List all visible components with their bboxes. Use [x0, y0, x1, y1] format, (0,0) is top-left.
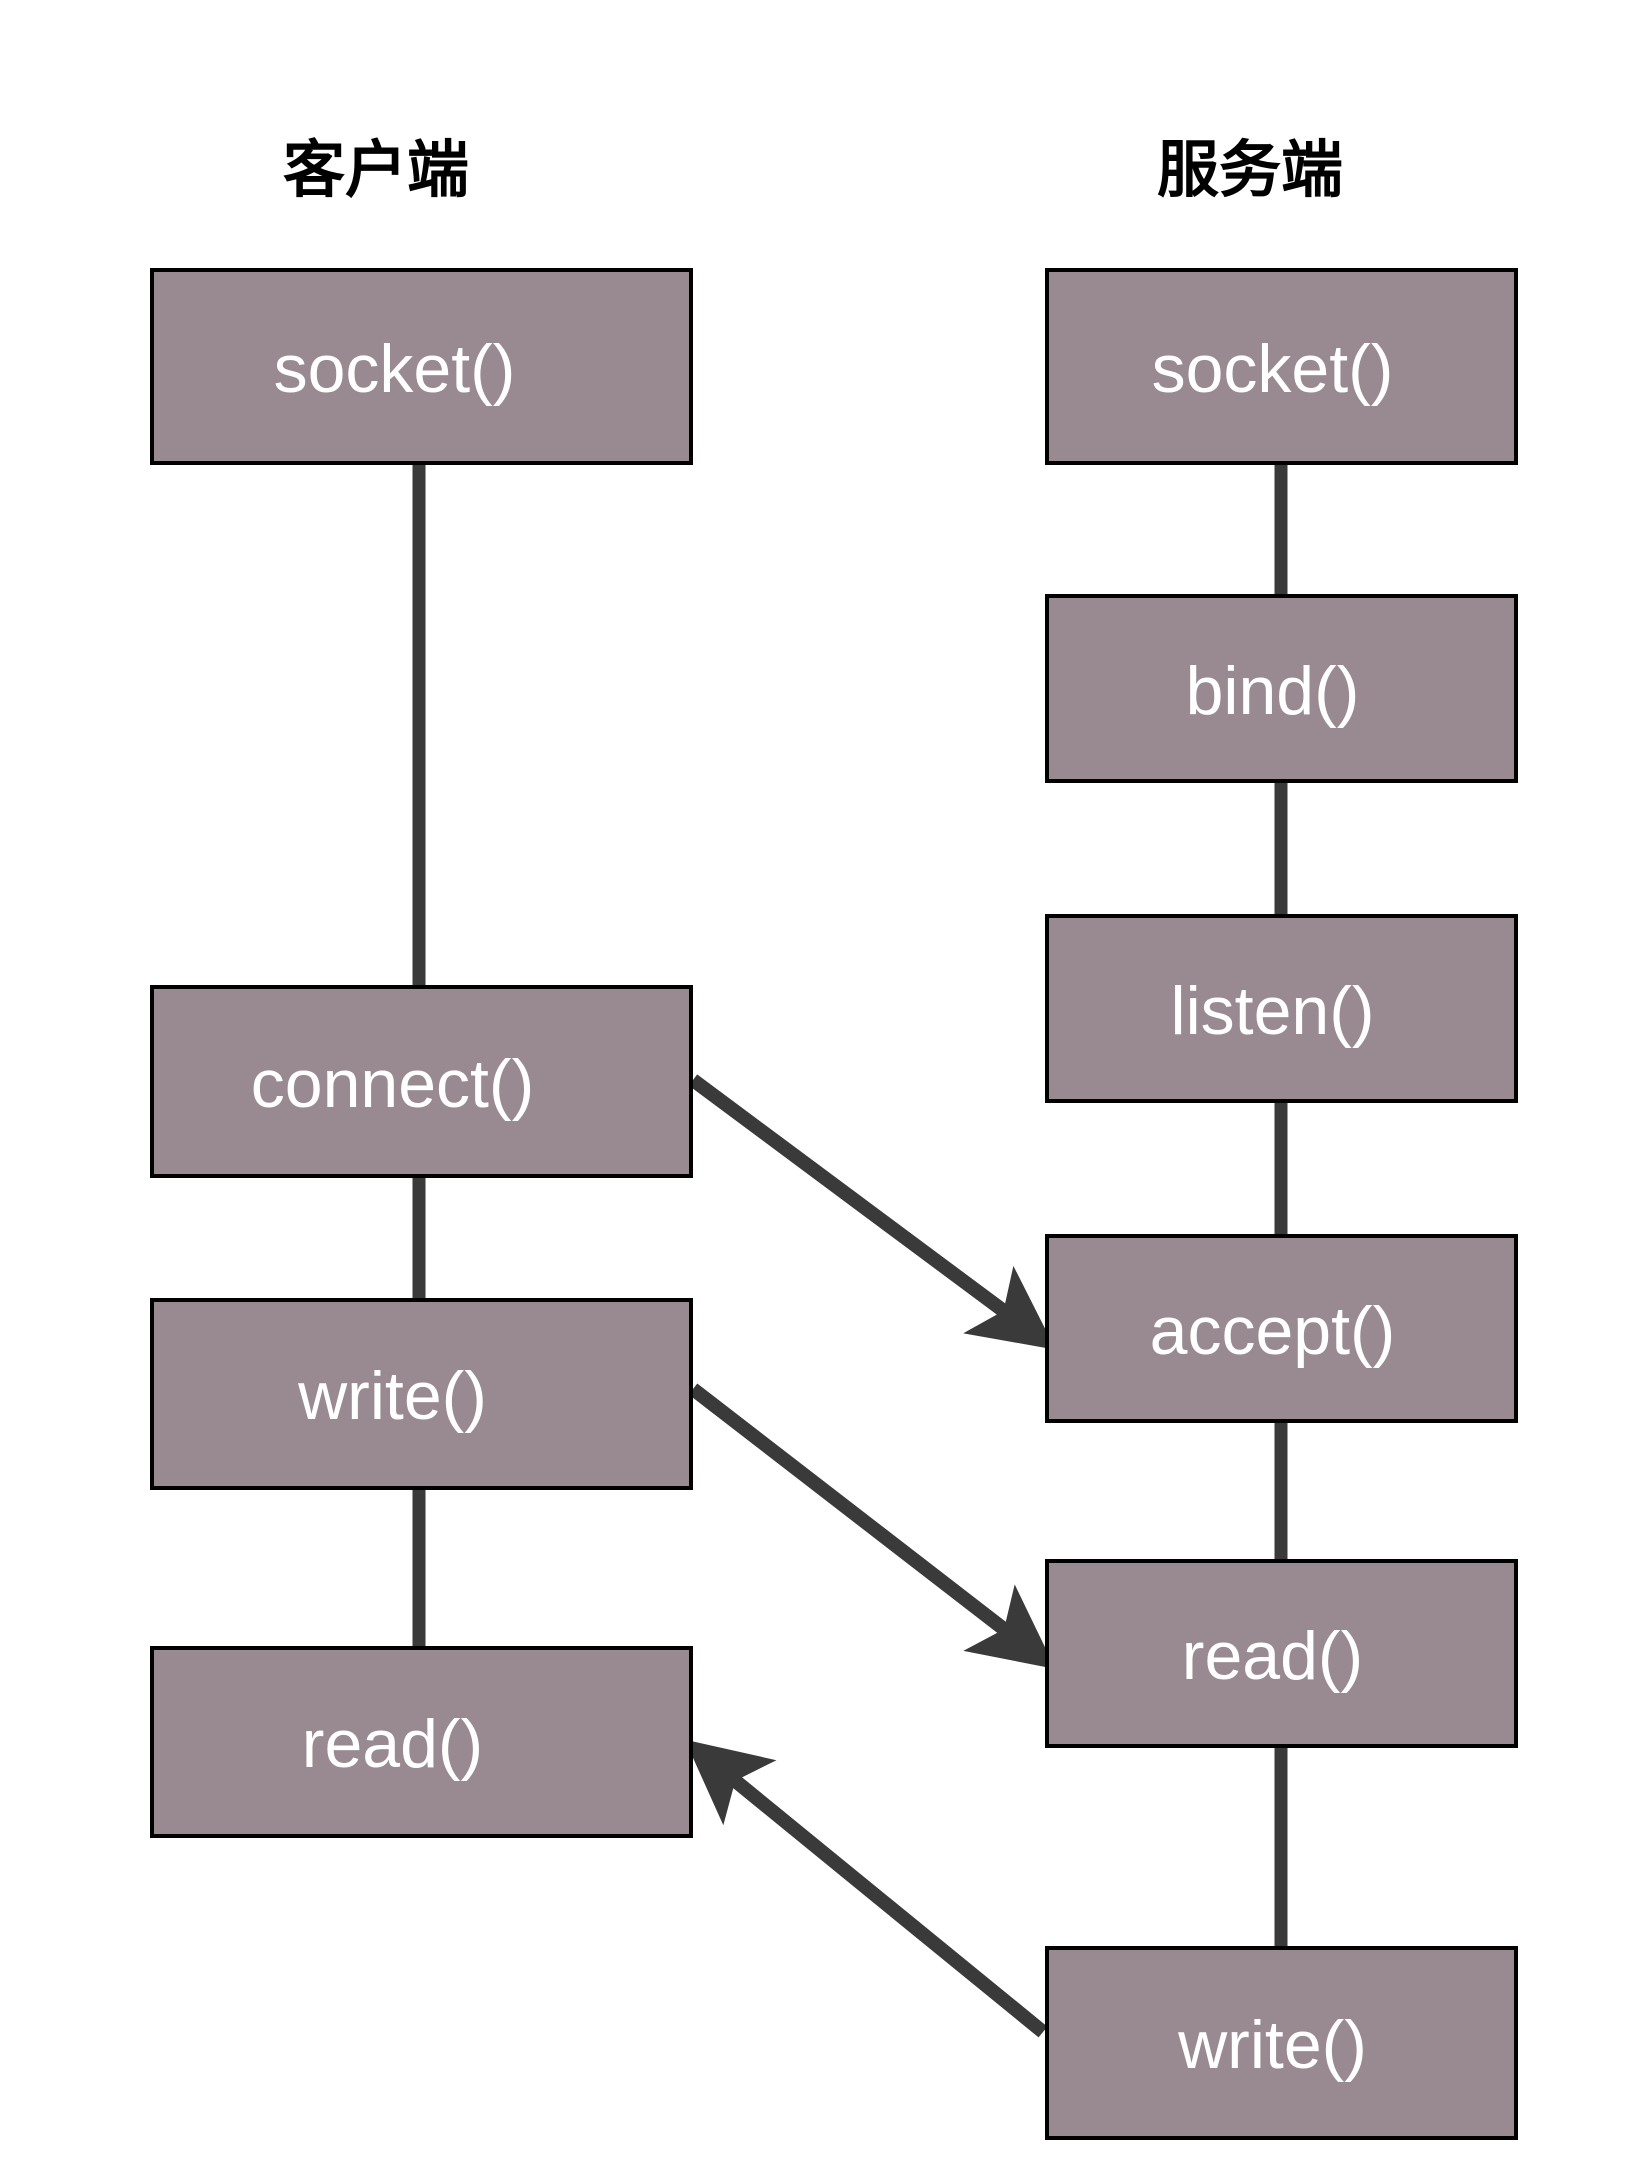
node-server-bind[interactable]: bind()	[1045, 594, 1518, 783]
node-client-read[interactable]: read()	[150, 1646, 693, 1838]
node-server-read[interactable]: read()	[1045, 1559, 1518, 1748]
node-server-socket[interactable]: socket()	[1045, 268, 1518, 465]
arrow-client-connect-to-server-accept	[688, 1074, 1056, 1350]
node-server-write-label: write()	[1178, 2007, 1367, 2083]
node-server-listen[interactable]: listen()	[1045, 914, 1518, 1103]
node-server-accept-label: accept()	[1149, 1292, 1396, 1369]
node-client-write-label: write()	[298, 1358, 487, 1434]
node-client-connect-label: connect()	[250, 1045, 535, 1122]
arrow-server-write-to-client-read	[684, 1739, 1048, 2038]
server-column-title: 服务端	[1157, 136, 1344, 205]
node-server-read-label: read()	[1181, 1617, 1364, 1694]
node-server-socket-label: socket()	[1151, 330, 1394, 407]
node-client-read-label: read()	[301, 1706, 484, 1782]
node-server-listen-label: listen()	[1170, 972, 1375, 1049]
node-server-write[interactable]: write()	[1045, 1946, 1518, 2140]
arrow-client-write-to-server-read	[688, 1383, 1056, 1669]
node-client-connect[interactable]: connect()	[150, 985, 693, 1178]
client-column-title: 客户端	[283, 136, 470, 205]
node-client-socket[interactable]: socket()	[150, 268, 693, 465]
node-client-write[interactable]: write()	[150, 1298, 693, 1490]
node-server-bind-label: bind()	[1185, 652, 1360, 729]
node-client-socket-label: socket()	[273, 330, 516, 407]
node-server-accept[interactable]: accept()	[1045, 1234, 1518, 1423]
